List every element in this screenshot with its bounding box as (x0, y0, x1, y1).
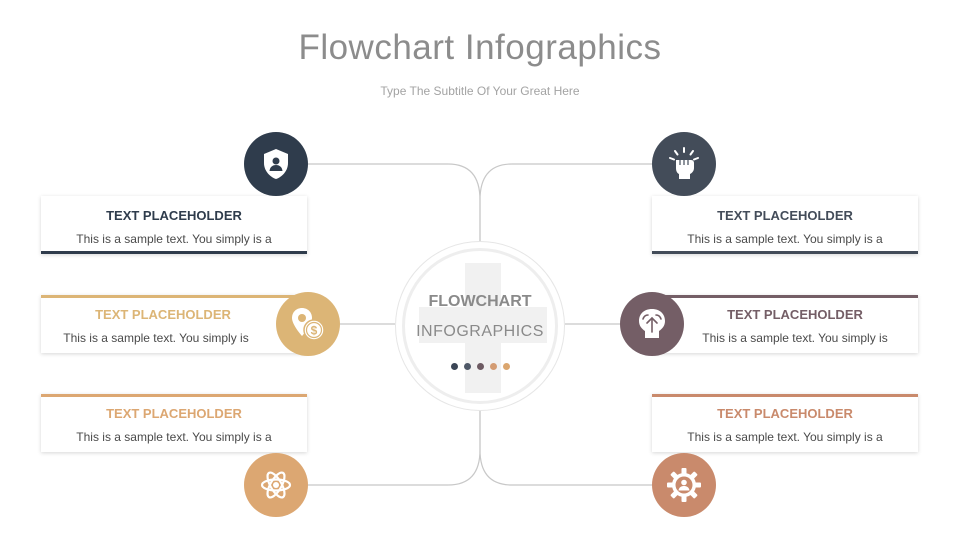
card-accent-bar (652, 295, 918, 298)
card-middle-left: TEXT PLACEHOLDER This is a sample text. … (41, 295, 307, 353)
card-heading: TEXT PLACEHOLDER (717, 208, 853, 223)
card-bottom-left: TEXT PLACEHOLDER This is a sample text. … (41, 394, 307, 452)
card-heading: TEXT PLACEHOLDER (106, 208, 242, 223)
center-title: FLOWCHART (428, 293, 532, 310)
dot (450, 363, 458, 370)
card-body: This is a sample text. You simply is (702, 331, 888, 345)
page-title: Flowchart Infographics (298, 28, 662, 67)
card-body: This is a sample text. You simply is (63, 331, 249, 345)
card-body: This is a sample text. You simply is a (687, 232, 883, 246)
card-accent-bar (41, 295, 307, 298)
shield-user-icon (244, 132, 308, 196)
atom-icon (244, 453, 308, 517)
gear-user-icon (652, 453, 716, 517)
card-bottom-right: TEXT PLACEHOLDER This is a sample text. … (652, 394, 918, 452)
page-subtitle: Type The Subtitle Of Your Great Here (380, 84, 580, 98)
location-dollar-icon: $ (276, 292, 340, 356)
svg-text:$: $ (311, 324, 318, 338)
card-accent-bar (41, 251, 307, 254)
center-subtitle: INFOGRAPHICS (416, 323, 544, 340)
card-body: This is a sample text. You simply is a (76, 430, 272, 444)
card-body: This is a sample text. You simply is a (76, 232, 272, 246)
card-heading: TEXT PLACEHOLDER (106, 406, 242, 421)
dot (489, 363, 497, 370)
card-middle-right: TEXT PLACEHOLDER This is a sample text. … (652, 295, 918, 353)
card-heading: TEXT PLACEHOLDER (727, 307, 863, 322)
dot (463, 363, 471, 370)
card-top-right: TEXT PLACEHOLDER This is a sample text. … (652, 196, 918, 254)
brain-upload-icon (620, 292, 684, 356)
center-hub: FLOWCHART INFOGRAPHICS (402, 248, 558, 404)
card-accent-bar (652, 251, 918, 254)
center-dots (405, 357, 555, 375)
card-heading: TEXT PLACEHOLDER (717, 406, 853, 421)
fist-idea-icon (652, 132, 716, 196)
card-accent-bar (41, 394, 307, 397)
card-heading: TEXT PLACEHOLDER (95, 307, 231, 322)
card-accent-bar (652, 394, 918, 397)
card-top-left: TEXT PLACEHOLDER This is a sample text. … (41, 196, 307, 254)
card-body: This is a sample text. You simply is a (687, 430, 883, 444)
dot (476, 363, 484, 370)
plus-watermark-bar (419, 307, 547, 343)
dot (502, 363, 510, 370)
